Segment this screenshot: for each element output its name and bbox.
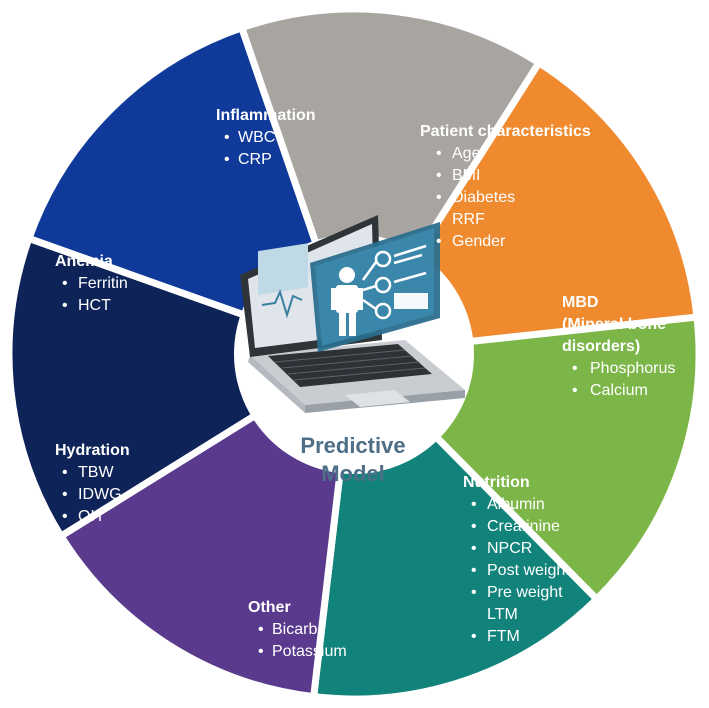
bullet-icon: • [62, 464, 68, 481]
bullet-icon: • [436, 233, 442, 250]
segment-title-hydration: Hydration [55, 442, 130, 459]
segment-item: RRF [452, 211, 485, 228]
label-group-other: Other • Bicarb • Potassium [248, 599, 347, 660]
bullet-icon: • [471, 584, 477, 601]
segment-item: TBW [78, 464, 114, 481]
bullet-icon: • [62, 486, 68, 503]
segment-item: Age [452, 145, 481, 162]
label-group-anemia: Anemia • Ferritin • HCT [55, 253, 128, 314]
segment-title-mbd: disorders) [562, 338, 640, 355]
segment-item: Gender [452, 233, 506, 250]
segment-item: NPCR [487, 540, 532, 557]
bullet-icon: • [436, 167, 442, 184]
bullet-icon: • [471, 562, 477, 579]
bullet-icon: • [436, 211, 442, 228]
segment-title-other: Other [248, 599, 291, 616]
bullet-icon: • [62, 297, 68, 314]
segment-item: Post weight [487, 562, 570, 579]
segment-title-mbd: MBD [562, 294, 598, 311]
label-group-inflammation: Inflammation • WBC • CRP [216, 107, 316, 168]
label-group-mbd: MBD (Mineral bone disorders) • Phosphorus • Ca… [562, 294, 675, 399]
center-label-line1: Predictive [300, 433, 405, 458]
segment-item: Ferritin [78, 275, 128, 292]
bullet-icon: • [224, 151, 230, 168]
laptop-dashboard-icon [240, 215, 465, 413]
bullet-icon: • [572, 360, 578, 377]
segment-item: Phosphorus [590, 360, 675, 377]
segment-title-inflammation: Inflammation [216, 107, 316, 124]
segment-item: Potassium [272, 643, 347, 660]
segment-item: Creatinine [487, 518, 560, 535]
bullet-icon: • [436, 145, 442, 162]
segment-item: Calcium [590, 382, 648, 399]
segment-item: IDWG [78, 486, 122, 503]
segment-title-patient-characteristics: Patient characteristics [420, 123, 591, 140]
segment-item: BMI [452, 167, 480, 184]
segment-item: Bicarb [272, 621, 317, 638]
segment-item: HCT [78, 297, 111, 314]
bullet-icon: • [471, 518, 477, 535]
segment-title-mbd: (Mineral bone [562, 316, 666, 333]
bullet-icon: • [436, 189, 442, 206]
segment-item: Diabetes [452, 189, 515, 206]
labels-layer: Inflammation • WBC • CRP Patient characterist… [55, 107, 675, 660]
bullet-icon: • [62, 508, 68, 525]
bullet-icon: • [258, 643, 264, 660]
segment-item: Pre weight [487, 584, 563, 601]
segment-item: CRP [238, 151, 272, 168]
bullet-icon: • [572, 382, 578, 399]
segment-item: WBC [238, 129, 275, 146]
segment-item: LTM [487, 606, 518, 623]
segment-item: OH [78, 508, 102, 525]
center-label-line2: Model [321, 461, 385, 486]
segment-item: Albumin [487, 496, 545, 513]
bullet-icon: • [471, 540, 477, 557]
label-group-nutrition: Nutrition • Albumin • Creatinine • NPCR • Post w… [463, 474, 570, 645]
bullet-icon: • [62, 275, 68, 292]
label-group-patient-characteristics: Patient characteristics • Age • BMI • Diabetes… [420, 123, 591, 250]
bullet-icon: • [224, 129, 230, 146]
segments-layer [5, 5, 703, 703]
label-group-hydration: Hydration • TBW • IDWG • OH [55, 442, 130, 525]
segment-title-anemia: Anemia [55, 253, 113, 270]
segment-item: FTM [487, 628, 520, 645]
segment-title-nutrition: Nutrition [463, 474, 530, 491]
bullet-icon: • [471, 496, 477, 513]
bullet-icon: • [258, 621, 264, 638]
bullet-icon: • [471, 628, 477, 645]
